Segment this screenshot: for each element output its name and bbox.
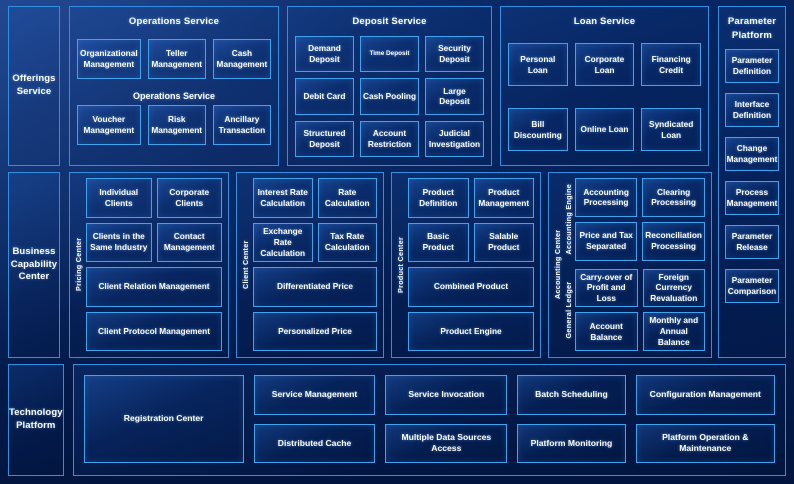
vlabel-general-ledger: General Ledger <box>564 281 573 339</box>
general-ledger-tile-grid: Carry-over of Profit and Loss Foreign Cu… <box>575 268 705 351</box>
tile-parameter-comparison[interactable]: Parameter Comparison <box>725 268 779 303</box>
tile-multiple-data-sources-access[interactable]: Multiple Data Sources Access <box>385 423 508 463</box>
tile-individual-clients[interactable]: Individual Clients <box>86 178 152 218</box>
tile-demand-deposit[interactable]: Demand Deposit <box>295 36 354 73</box>
deposit-service-tile-grid: Demand Deposit Time Deposit Security Dep… <box>295 36 484 157</box>
group-operations-service: Operations Service Operations Service Or… <box>69 6 279 166</box>
sidebar-label-technology-platform: Technology Platform <box>8 364 64 476</box>
product-center-tile-grid: Product Definition Product Management Ba… <box>408 178 534 351</box>
tile-product-definition[interactable]: Product Definition <box>408 178 469 218</box>
tile-risk-management[interactable]: Risk Management <box>147 105 206 145</box>
subsection-accounting-engine: Accounting Engine Accounting Processing … <box>564 178 705 261</box>
vlabel-pricing-center: Pricing Center <box>74 237 83 292</box>
vlabel-product-center: Product Center <box>396 236 405 293</box>
tile-personalized-price[interactable]: Personalized Price <box>253 311 377 351</box>
tile-rate-calculation[interactable]: Rate Calculation <box>317 178 377 218</box>
tile-registration-center[interactable]: Registration Center <box>83 375 244 463</box>
tile-client-relation-management[interactable]: Client Relation Management <box>86 267 222 307</box>
tile-security-deposit[interactable]: Security Deposit <box>425 36 484 73</box>
tile-reconciliation-processing[interactable]: Reconciliation Processing <box>642 221 705 261</box>
tile-teller-management[interactable]: Teller Management <box>147 39 206 79</box>
tile-combined-product[interactable]: Combined Product <box>408 267 534 307</box>
group-title-deposit-service: Deposit Service <box>352 16 427 27</box>
tile-voucher-management[interactable]: Voucher Management <box>77 105 141 145</box>
tile-product-engine[interactable]: Product Engine <box>408 311 534 351</box>
tile-structured-deposit[interactable]: Structured Deposit <box>295 120 354 157</box>
group-loan-service: Loan Service Personal Loan Corporate Loa… <box>500 6 709 166</box>
tile-service-management[interactable]: Service Management <box>253 375 376 415</box>
subsection-general-ledger: General Ledger Carry-over of Profit and … <box>564 268 705 351</box>
tile-carry-over-of-profit-and-loss[interactable]: Carry-over of Profit and Loss <box>575 268 638 308</box>
tile-large-deposit[interactable]: Large Deposit <box>425 78 484 115</box>
tile-basic-product[interactable]: Basic Product <box>408 222 469 262</box>
offerings-service-row: Offerings Service Operations Service Ope… <box>8 6 786 166</box>
tile-contact-management[interactable]: Contact Management <box>156 222 222 262</box>
operations-service-tile-grid: Organizational Management Teller Managem… <box>77 39 271 155</box>
tile-change-management[interactable]: Change Management <box>725 136 779 171</box>
vlabel-client-center: Client Center <box>241 240 250 289</box>
tile-judicial-investigation[interactable]: Judicial Investigation <box>425 120 484 157</box>
tile-platform-monitoring[interactable]: Platform Monitoring <box>517 423 626 463</box>
tile-tax-rate-calculation[interactable]: Tax Rate Calculation <box>317 222 377 262</box>
group-title-loan-service: Loan Service <box>573 16 636 27</box>
tile-salable-product[interactable]: Salable Product <box>473 222 534 262</box>
tile-financing-credit[interactable]: Financing Credit <box>641 43 701 86</box>
tile-batch-scheduling[interactable]: Batch Scheduling <box>517 375 626 415</box>
group-product-center: Product Center Product Definition Produc… <box>391 172 541 358</box>
technology-platform-tile-grid: Registration Center Service Management S… <box>83 375 775 463</box>
pricing-center-tile-grid: Individual Clients Corporate Clients Cli… <box>86 178 222 351</box>
business-capability-center-row: Business Capability Center Pricing Cente… <box>8 172 712 358</box>
group-deposit-service: Deposit Service Demand Deposit Time Depo… <box>287 6 492 166</box>
tile-differentiated-price[interactable]: Differentiated Price <box>253 267 377 307</box>
accounting-engine-tile-grid: Accounting Processing Clearing Processin… <box>575 178 705 261</box>
tile-parameter-release[interactable]: Parameter Release <box>725 224 779 259</box>
tile-time-deposit[interactable]: Time Deposit <box>360 36 419 73</box>
group-client-center: Client Center Interest Rate Calculation … <box>236 172 384 358</box>
tile-personal-loan[interactable]: Personal Loan <box>508 43 568 86</box>
tile-clearing-processing[interactable]: Clearing Processing <box>642 178 705 217</box>
tile-parameter-definition[interactable]: Parameter Definition <box>725 48 779 83</box>
tile-service-invocation[interactable]: Service Invocation <box>385 375 508 415</box>
group-subtitle-operations-service: Operations Service <box>132 91 216 101</box>
group-technology-platform: Registration Center Service Management S… <box>72 364 786 476</box>
tile-bill-discounting[interactable]: Bill Discounting <box>508 108 568 151</box>
tile-ancillary-transaction[interactable]: Ancillary Transaction <box>212 105 271 145</box>
loan-service-tile-grid: Personal Loan Corporate Loan Financing C… <box>508 43 701 151</box>
tile-corporate-loan[interactable]: Corporate Loan <box>574 43 635 86</box>
vlabel-accounting-engine: Accounting Engine <box>564 183 573 255</box>
tile-cash-pooling[interactable]: Cash Pooling <box>360 78 419 115</box>
tile-foreign-currency-revaluation[interactable]: Foreign Currency Revaluation <box>642 268 705 308</box>
client-center-tile-grid: Interest Rate Calculation Rate Calculati… <box>253 178 377 351</box>
tile-configuration-management[interactable]: Configuration Management <box>635 375 775 415</box>
sidebar-label-offerings-service: Offerings Service <box>8 6 60 166</box>
tile-syndicated-loan[interactable]: Syndicated Loan <box>641 108 701 151</box>
tile-client-protocol-management[interactable]: Client Protocol Management <box>86 311 222 351</box>
group-accounting-center: Accounting Center Accounting Engine Acco… <box>548 172 712 358</box>
tile-monthly-and-annual-balance[interactable]: Monthly and Annual Balance <box>642 312 705 351</box>
tile-accounting-processing[interactable]: Accounting Processing <box>575 178 638 217</box>
group-pricing-center: Pricing Center Individual Clients Corpor… <box>69 172 229 358</box>
tile-account-balance[interactable]: Account Balance <box>575 312 638 351</box>
tile-interface-definition[interactable]: Interface Definition <box>725 92 779 127</box>
tile-organizational-management[interactable]: Organizational Management <box>77 39 141 79</box>
tile-platform-operation-maintenance[interactable]: Platform Operation & Maintenance <box>635 423 775 463</box>
sidebar-label-business-capability-center: Business Capability Center <box>8 172 60 358</box>
tile-exchange-rate-calculation[interactable]: Exchange Rate Calculation <box>253 222 313 262</box>
tile-debit-card[interactable]: Debit Card <box>295 78 354 115</box>
tile-interest-rate-calculation[interactable]: Interest Rate Calculation <box>253 178 313 218</box>
vlabel-accounting-center: Accounting Center <box>553 229 562 300</box>
tile-clients-in-the-same-industry[interactable]: Clients in the Same Industry <box>86 222 152 262</box>
technology-platform-row: Technology Platform Registration Center … <box>8 364 786 476</box>
tile-price-and-tax-separated[interactable]: Price and Tax Separated <box>575 221 638 261</box>
tile-distributed-cache[interactable]: Distributed Cache <box>253 423 376 463</box>
tile-account-restriction[interactable]: Account Restriction <box>360 120 419 157</box>
group-title-parameter-platform: Parameter Platform <box>727 16 777 41</box>
group-parameter-platform: Parameter Platform Parameter Definition … <box>718 6 786 358</box>
tile-process-management[interactable]: Process Management <box>725 180 779 215</box>
tile-cash-management[interactable]: Cash Management <box>212 39 271 79</box>
tile-product-management[interactable]: Product Management <box>473 178 534 218</box>
tile-corporate-clients[interactable]: Corporate Clients <box>156 178 222 218</box>
group-title-operations-service: Operations Service <box>128 16 220 27</box>
tile-online-loan[interactable]: Online Loan <box>574 108 635 151</box>
